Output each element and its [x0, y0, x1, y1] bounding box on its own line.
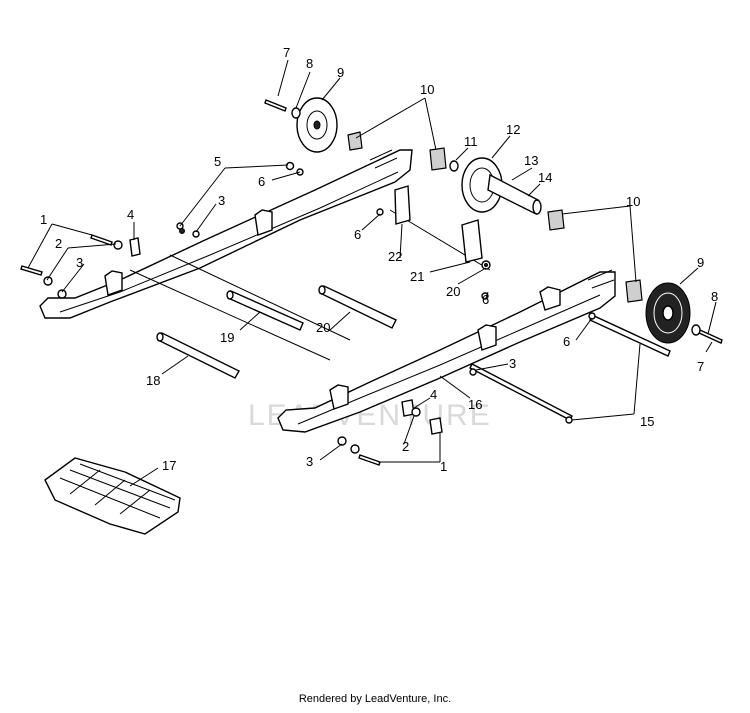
- credit-text: Rendered by LeadVenture, Inc.: [298, 693, 452, 705]
- callout-20: 20: [316, 320, 330, 335]
- callout-8: 8: [306, 56, 313, 71]
- callout-9: 9: [337, 65, 344, 80]
- center-shaft: [389, 185, 491, 271]
- callout-1: 1: [440, 459, 447, 474]
- callout-20: 20: [446, 284, 460, 299]
- leader-lines: [27, 59, 717, 487]
- callout-11: 11: [464, 134, 478, 149]
- idler-wheel-upper: [264, 97, 338, 153]
- callout-22: 22: [388, 249, 402, 264]
- callout-12: 12: [506, 122, 520, 137]
- callout-8: 8: [711, 289, 718, 304]
- callout-6: 6: [354, 227, 361, 242]
- callout-6: 6: [482, 292, 489, 307]
- callout-4: 4: [430, 387, 437, 402]
- callout-18: 18: [146, 373, 160, 388]
- callout-15: 15: [640, 414, 654, 429]
- callout-14: 14: [538, 170, 552, 185]
- callout-16: 16: [468, 397, 482, 412]
- callout-1: 1: [40, 212, 47, 227]
- callout-3: 3: [76, 255, 83, 270]
- callout-4: 4: [127, 207, 134, 222]
- rail-lower: [277, 269, 616, 433]
- callout-3: 3: [306, 454, 313, 469]
- slide-plate: [44, 457, 181, 535]
- callout-13: 13: [524, 153, 538, 168]
- cross-shafts: [129, 254, 671, 424]
- callout-10: 10: [626, 194, 640, 209]
- callout-7: 7: [283, 45, 290, 60]
- callout-10: 10: [420, 82, 434, 97]
- callout-9: 9: [697, 255, 704, 270]
- callout-6: 6: [563, 334, 570, 349]
- callout-3: 3: [218, 193, 225, 208]
- callout-3: 3: [509, 356, 516, 371]
- callout-2: 2: [55, 236, 62, 251]
- callout-21: 21: [410, 269, 424, 284]
- callout-2: 2: [402, 439, 409, 454]
- callout-19: 19: [220, 330, 234, 345]
- callout-7: 7: [697, 359, 704, 374]
- hardware-front: [337, 208, 596, 466]
- callouts: 7 8 9 10 11 12 13 14 5 6 3 1 4 2 3 6 22 …: [40, 45, 718, 474]
- idler-wheel-right: [547, 209, 723, 344]
- hardware-left: [20, 161, 304, 299]
- callout-6: 6: [258, 174, 265, 189]
- idler-wheel-axle: [347, 131, 542, 216]
- callout-5: 5: [214, 154, 221, 169]
- callout-17: 17: [162, 458, 176, 473]
